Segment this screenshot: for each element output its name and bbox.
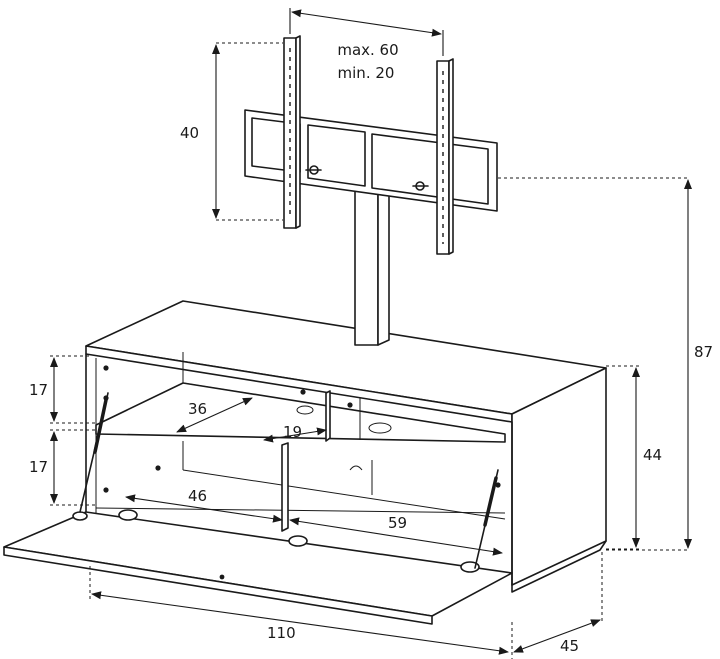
label-upper-shelf-depth: 36 [188, 400, 207, 418]
label-bracket-height: 40 [180, 124, 199, 142]
label-middle-divider-depth: 19 [283, 423, 302, 441]
label-lower-compartment-height: 17 [29, 458, 48, 476]
cable-hole-left [296, 405, 314, 415]
label-lower-left-width: 46 [188, 487, 207, 505]
cable-hole-upper [368, 422, 392, 434]
label-total-height: 87 [694, 343, 713, 361]
label-bracket-spacing-max: max. 60 [337, 41, 398, 59]
cabinet [85, 300, 607, 593]
stand-pole [354, 183, 390, 346]
label-upper-compartment-height: 17 [29, 381, 48, 399]
label-cabinet-height: 44 [643, 446, 662, 464]
label-total-width: 110 [267, 624, 296, 642]
label-total-depth: 45 [560, 637, 579, 655]
tv-mount-bracket [244, 35, 498, 255]
dimension-lines [50, 8, 692, 659]
lower-divider [281, 442, 289, 532]
dimension-labels: max. 60 min. 20 40 87 44 17 17 36 19 46 … [29, 41, 713, 655]
label-lower-right-width: 59 [388, 514, 407, 532]
upper-divider [325, 390, 331, 442]
label-bracket-spacing-min: min. 20 [338, 64, 395, 82]
